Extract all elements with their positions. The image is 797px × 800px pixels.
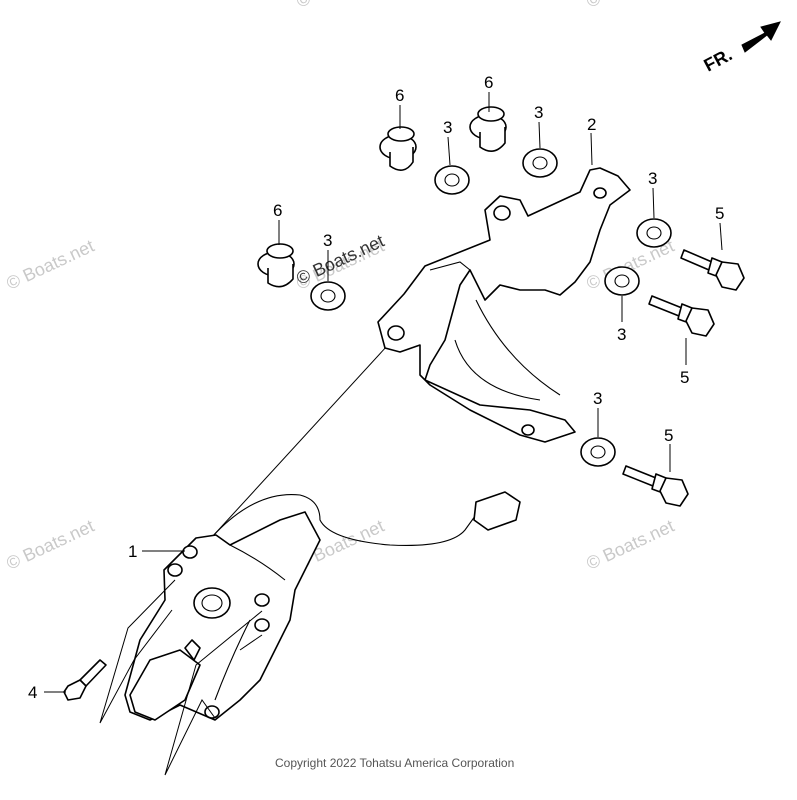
callout-1: 1 bbox=[128, 542, 137, 561]
callout-6: 6 bbox=[484, 73, 493, 92]
callout-4: 4 bbox=[28, 683, 37, 702]
bracket-part-2 bbox=[377, 167, 631, 443]
callout-2: 2 bbox=[587, 115, 596, 134]
bolt-part-5-a bbox=[680, 249, 745, 291]
watermark: © Boats.net bbox=[3, 236, 97, 294]
grommet-part-3-d bbox=[636, 218, 672, 248]
callout-5: 5 bbox=[715, 204, 724, 223]
callout-3: 3 bbox=[443, 118, 452, 137]
front-direction-arrow: FR. bbox=[700, 21, 781, 76]
grommet-part-3-a bbox=[434, 165, 470, 195]
grommet-part-3-c bbox=[310, 281, 346, 311]
callout-6: 6 bbox=[273, 201, 282, 220]
callout-leaders bbox=[44, 92, 723, 693]
callout-5: 5 bbox=[664, 426, 673, 445]
collar-part-6-a bbox=[379, 126, 417, 171]
callout-3: 3 bbox=[593, 389, 602, 408]
copyright-text: Copyright 2022 Tohatsu America Corporati… bbox=[275, 756, 514, 770]
callout-3: 3 bbox=[534, 103, 543, 122]
front-direction-label: FR. bbox=[700, 44, 735, 75]
watermark: © Boats.net bbox=[3, 516, 97, 574]
bolt-part-5-b bbox=[648, 295, 715, 337]
grommet-part-3-f bbox=[580, 437, 616, 467]
callout-6: 6 bbox=[395, 86, 404, 105]
collar-part-6-c bbox=[257, 243, 295, 288]
motor-part-1 bbox=[124, 491, 521, 721]
collar-part-6-b bbox=[469, 106, 507, 152]
watermark: © Boats.net bbox=[583, 0, 677, 12]
callout-labels: 1 2 3 3 3 3 3 3 4 5 5 5 6 6 6 bbox=[28, 73, 724, 702]
callout-3: 3 bbox=[617, 325, 626, 344]
screw-leader-lines bbox=[99, 579, 263, 776]
callout-3: 3 bbox=[648, 169, 657, 188]
screw-part-4 bbox=[63, 659, 107, 701]
callout-5: 5 bbox=[680, 368, 689, 387]
watermark: © Boats.net bbox=[293, 0, 387, 12]
grommet-part-3-e bbox=[604, 266, 640, 296]
bolt-part-5-c bbox=[622, 465, 689, 507]
callout-3: 3 bbox=[323, 231, 332, 250]
watermark: © Boats.net bbox=[583, 516, 677, 574]
grommet-part-3-b bbox=[522, 148, 558, 178]
